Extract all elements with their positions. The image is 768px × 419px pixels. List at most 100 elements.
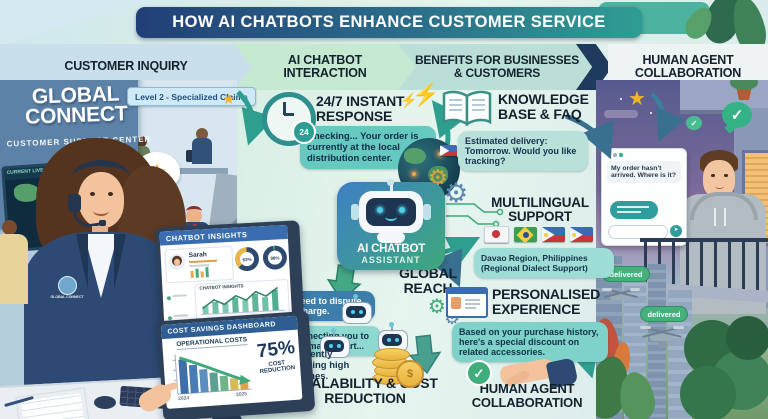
customer-chat-message: My order hasn't arrived. Where is it?: [607, 161, 681, 183]
hoodie-string: [724, 208, 726, 226]
flow-step-label: HUMAN AGENT COLLABORATION: [634, 52, 742, 80]
claims-level-badge: Level 2 - Specialized Claims: [127, 87, 256, 106]
id-card-line: [465, 299, 480, 301]
railing-bar: [714, 242, 717, 290]
avatar: [168, 253, 186, 271]
lightning-icon: ⚡: [412, 82, 440, 107]
gear-icon: ⚙: [444, 178, 469, 209]
send-icon: ➤: [673, 227, 679, 234]
lightning-icon: ⚡: [400, 92, 418, 108]
star-icon: ★: [628, 88, 646, 110]
robot-antenna: [390, 184, 393, 191]
gear-icon: ⚙: [428, 294, 446, 318]
globe-continent: [404, 148, 426, 164]
railing-bar: [700, 242, 703, 290]
flow-step-label: CUSTOMER INQUIRY: [64, 59, 188, 74]
assistant-label-line2: ASSISTANT: [361, 255, 421, 265]
customer-scene: ★ ✓ ✓ My order hasn't arrived. Where is …: [596, 80, 768, 419]
customer-eye: [711, 174, 715, 177]
cost-header: COST SAVINGS DASHBOARD: [160, 315, 298, 340]
flow-arrow: [236, 90, 276, 146]
mini-bar: [205, 267, 209, 278]
mini-bar: [190, 270, 194, 279]
title-banner: HOW AI CHATBOTS ENHANCE CUSTOMER SERVICE: [136, 7, 642, 38]
railing-bar: [686, 242, 689, 290]
railing-bar: [672, 242, 675, 290]
robot-ear: [423, 204, 431, 220]
profile-line: [189, 259, 218, 264]
knowledge-book-icon: [442, 90, 492, 127]
cost-year-label: 2024: [177, 395, 190, 403]
mini-bar: [195, 268, 199, 278]
robot-body: [377, 233, 405, 243]
globe-glow-dot: [412, 172, 416, 176]
clock-24-badge: 24: [292, 120, 316, 144]
multilingual-title: MULTILINGUAL SUPPORT: [491, 195, 589, 225]
robot-face-screen: [366, 198, 416, 226]
status-list: [166, 284, 192, 321]
robot-eye: [399, 207, 405, 213]
cost-title: COST SAVINGS DASHBOARD: [167, 320, 277, 336]
philippines-flag: [542, 227, 565, 243]
claims-level-label: Level 2 - Specialized Claims: [135, 91, 248, 102]
personalised-title: PERSONALISED EXPERIENCE: [492, 286, 601, 317]
city-building: [648, 264, 666, 419]
insights-area-chart: [200, 286, 285, 316]
assistant-label-line1: AI CHATBOT: [356, 243, 426, 255]
id-card-icon: [446, 287, 488, 318]
office-worker: [2, 220, 17, 235]
globe-continent: [428, 166, 448, 184]
office-worker: [192, 138, 212, 164]
donut-chart: 63%: [234, 246, 260, 272]
chat-input-field: [608, 225, 668, 239]
philippines-flag: [570, 227, 593, 243]
id-card-line: [465, 303, 480, 305]
hoodie-string: [714, 208, 716, 226]
flow-arrow: [650, 92, 686, 143]
mouse: [94, 396, 116, 409]
insights-title: CHATBOT INSIGHTS: [165, 229, 248, 243]
knowledge-title: KNOWLEDGE BASE & FAQ: [498, 91, 589, 122]
railing-bar: [756, 242, 759, 290]
monstera-plant: [726, 316, 768, 360]
id-card-avatar: [451, 297, 461, 309]
mini-bar: [200, 271, 204, 278]
check-bubble-small: ✓: [686, 116, 702, 130]
instant-response-title: 24/7 INSTANT RESPONSE: [316, 93, 405, 124]
agent-headset-band: [72, 160, 130, 196]
night-star: [620, 98, 622, 100]
knowledge-bubble: Estimated delivery: Tomorrow. Would you …: [458, 131, 588, 171]
robot-ear: [351, 204, 359, 220]
chat-window: My order hasn't arrived. Where is it? ➤: [601, 148, 687, 246]
japan-flag: [484, 226, 509, 244]
davao-bubble: Davao Region, Philippines (Regional Dial…: [474, 248, 614, 278]
bot-reply-bubble: [610, 201, 658, 219]
balcony-railing: [640, 238, 768, 242]
flags-row: [484, 226, 598, 244]
clock-hand: [284, 113, 294, 116]
flow-step-label: BENEFITS FOR BUSINESSES & CUSTOMERS: [414, 53, 580, 80]
agent-smile: [93, 206, 109, 216]
personalised-bubble: Based on your purchase history, here's a…: [452, 322, 608, 362]
id-card-line: [465, 307, 476, 309]
robot-antenna-dot: [387, 179, 394, 186]
flow-step-ai-interaction: AI CHATBOT INTERACTION: [234, 44, 416, 90]
philippines-flag: [440, 145, 457, 157]
cost-year-label: 2025: [235, 391, 248, 399]
cost-monitor: COST SAVINGS DASHBOARD OPERATIONAL COSTS…: [156, 310, 316, 419]
agent-headset-earcup: [68, 194, 81, 212]
coin-dollar-icon: $: [396, 360, 424, 388]
flow-arrow-down-teal: [408, 334, 442, 375]
insights-chart-panel: CHATBOT INSIGHTS: [194, 278, 291, 323]
clock-hand: [283, 102, 286, 115]
cost-bar-chart: [172, 354, 252, 395]
brazil-flag: [514, 227, 537, 243]
ai-assistant-card: AI CHATBOT ASSISTANT: [337, 179, 445, 270]
agent-headset-icon: [186, 206, 202, 217]
office-worker: [136, 136, 147, 147]
robot-smile: [385, 213, 397, 221]
coin-icon: [374, 348, 410, 361]
office-worker: [196, 128, 208, 140]
customer-eye: [724, 174, 728, 177]
circuit-traces: [446, 203, 504, 228]
